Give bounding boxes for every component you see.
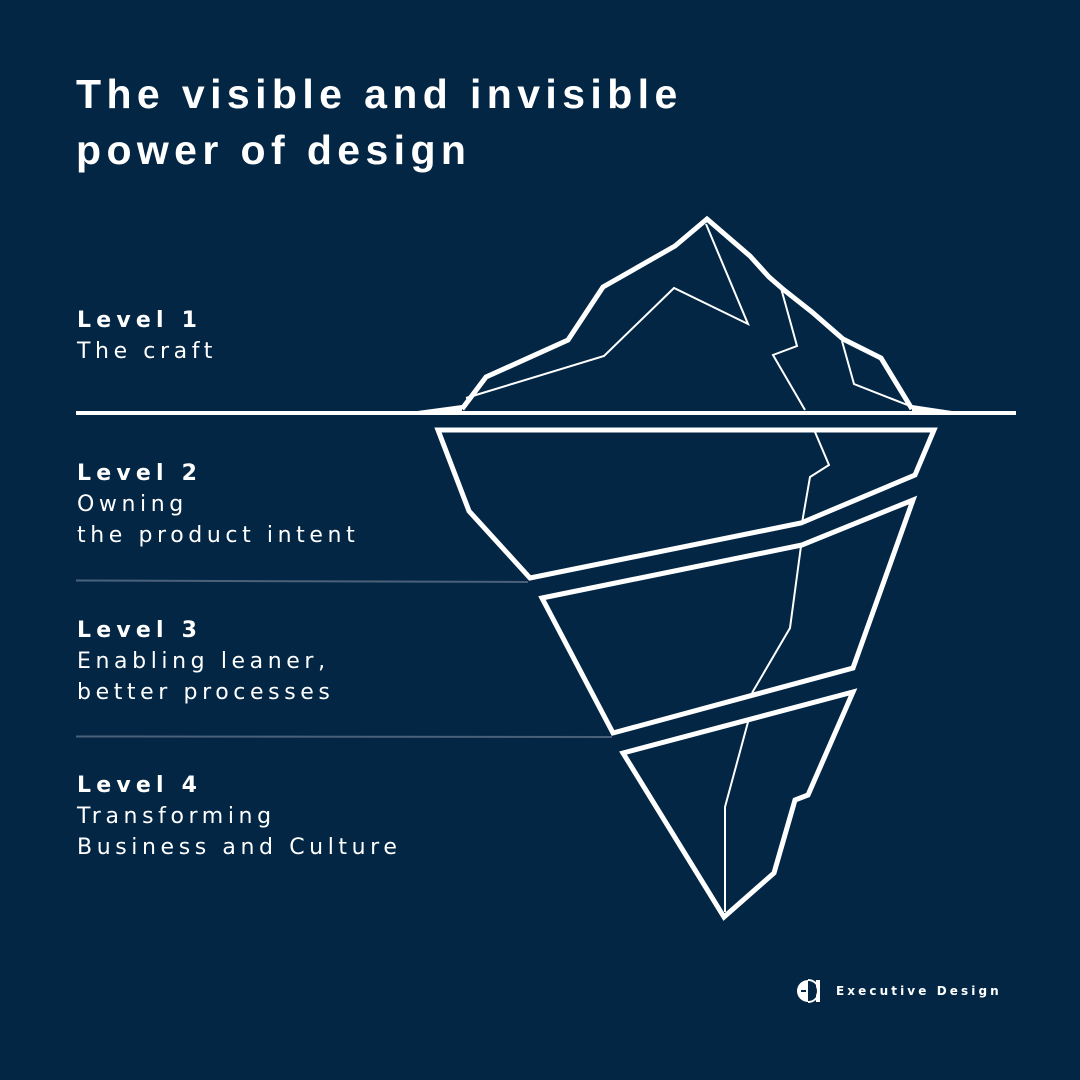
level-2-description-line-2: the product intent bbox=[77, 523, 360, 548]
level-2-description-line-1: Owning bbox=[77, 492, 188, 517]
divider-level-3-4 bbox=[75, 735, 613, 738]
half-circle-logo-icon bbox=[797, 979, 820, 1003]
iceberg-band-level-3 bbox=[538, 495, 918, 736]
title-line-1: The visible and invisible bbox=[76, 71, 683, 117]
iceberg-band-level-4 bbox=[619, 688, 858, 921]
level-3-description-line-2: better processes bbox=[77, 680, 335, 705]
divider-level-2-3 bbox=[75, 579, 529, 583]
level-4-block: Level 4 Transforming Business and Cultur… bbox=[77, 770, 401, 863]
title-line-2: power of design bbox=[76, 127, 472, 173]
iceberg-tip bbox=[460, 215, 915, 411]
level-2-label: Level 2 bbox=[77, 461, 203, 486]
level-4-description-line-2: Business and Culture bbox=[77, 835, 402, 860]
level-2-block: Level 2 Owning the product intent bbox=[77, 458, 359, 551]
brand-name: Executive Design bbox=[836, 984, 1002, 998]
level-1-label: Level 1 bbox=[77, 308, 203, 333]
level-4-description-line-1: Transforming bbox=[77, 804, 276, 829]
level-3-block: Level 3 Enabling leaner, better processe… bbox=[77, 615, 334, 708]
level-1-block: Level 1 The craft bbox=[77, 305, 217, 367]
brand-footer: Executive Design bbox=[796, 979, 1002, 1003]
level-1-description: The craft bbox=[77, 339, 217, 364]
level-3-description-line-1: Enabling leaner, bbox=[77, 649, 330, 674]
waterline bbox=[76, 405, 1016, 415]
page-title: The visible and invisible power of desig… bbox=[76, 66, 683, 178]
level-3-label: Level 3 bbox=[77, 618, 203, 643]
level-4-label: Level 4 bbox=[77, 773, 203, 798]
iceberg-band-level-2 bbox=[434, 427, 938, 581]
